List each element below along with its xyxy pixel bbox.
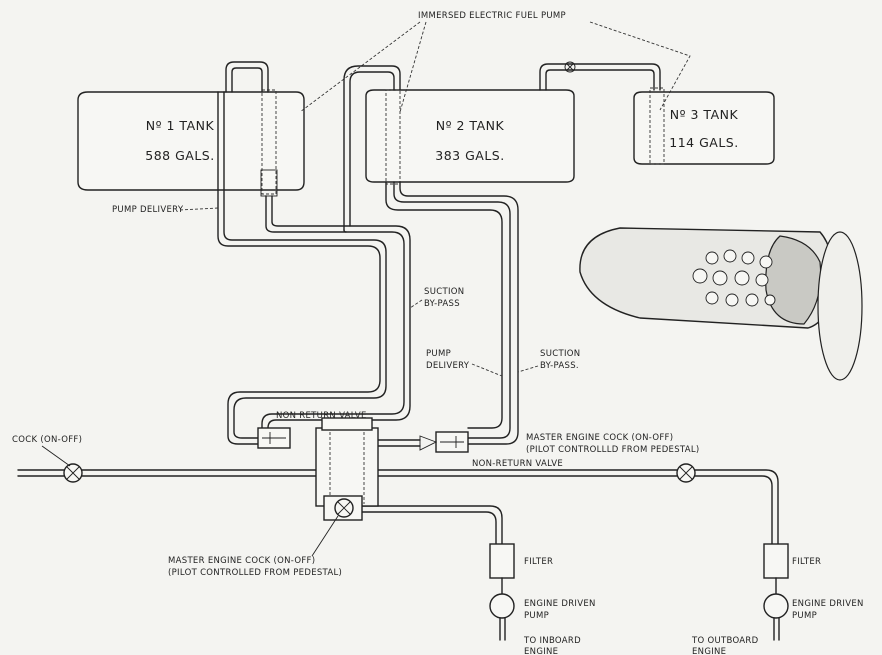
immersed-pump-2 — [385, 89, 401, 185]
label-filter-inboard: FILTER — [524, 557, 553, 567]
label-suction-bypass-2a: SUCTION — [540, 349, 580, 359]
label-suction-bypass-1a: SUCTION — [424, 287, 464, 297]
non-return-valve-right — [419, 431, 469, 453]
label-non-return-valve-1: NON RETURN VALVE — [276, 411, 367, 421]
tank-3: Nº 3 TANK 114 GALS. — [633, 91, 775, 165]
engine-pump-inboard — [489, 577, 515, 641]
label-filter-outboard: FILTER — [792, 557, 821, 567]
pipe-network — [17, 61, 779, 547]
engine-pump-outboard — [763, 577, 789, 641]
label-edp-inboard-a: ENGINE DRIVEN — [524, 599, 596, 609]
tank-1: Nº 1 TANK 588 GALS. — [77, 91, 305, 191]
tank-2-name: Nº 2 TANK — [436, 118, 505, 133]
filter-inboard — [489, 543, 515, 579]
label-inboard-a: TO INBOARD — [523, 636, 581, 646]
leader-suction-1 — [409, 299, 423, 309]
tank-3-capacity: 114 GALS. — [669, 135, 738, 150]
manifold-block — [315, 417, 379, 521]
label-non-return-valve-2: NON-RETURN VALVE — [472, 459, 563, 469]
label-pump-delivery-left: PUMP DELIVERY — [112, 205, 184, 215]
pump-title: IMMERSED ELECTRIC FUEL PUMP — [418, 11, 566, 21]
label-master-cock-right-a: MASTER ENGINE COCK (ON-OFF) — [526, 433, 673, 443]
label-outboard-b: ENGINE — [692, 647, 726, 655]
engine-nacelle-illustration — [579, 227, 863, 381]
label-edp-outboard-a: ENGINE DRIVEN — [792, 599, 864, 609]
label-suction-bypass-2b: BY-PASS. — [540, 361, 579, 371]
tank-2: Nº 2 TANK 383 GALS. — [365, 89, 575, 183]
label-pump-delivery-mid-a: PUMP — [426, 349, 451, 359]
label-master-cock-left-a: MASTER ENGINE COCK (ON-OFF) — [168, 556, 315, 566]
leader-cock — [41, 445, 71, 467]
immersed-pump-1 — [260, 89, 278, 197]
label-inboard-b: ENGINE — [524, 647, 558, 655]
leader-pump-delivery-mid — [471, 363, 503, 377]
label-master-cock-right-b: (PILOT CONTROLLLD FROM PEDESTAL) — [526, 445, 700, 455]
tank-3-name: Nº 3 TANK — [670, 107, 739, 122]
cross-feed-cock-left — [63, 463, 83, 483]
master-engine-cock-left — [334, 498, 354, 518]
label-pump-delivery-mid-b: DELIVERY — [426, 361, 470, 371]
filter-outboard — [763, 543, 789, 579]
non-return-valve-left — [257, 427, 291, 449]
label-cock: COCK (ON-OFF) — [12, 435, 82, 445]
cross-feed-cock-right — [676, 463, 696, 483]
label-master-cock-left-b: (PILOT CONTROLLED FROM PEDESTAL) — [168, 568, 342, 578]
tank-1-capacity: 588 GALS. — [145, 148, 214, 163]
label-outboard-a: TO OUTBOARD — [691, 636, 759, 646]
label-edp-inboard-b: PUMP — [524, 611, 549, 621]
leader-suction-2 — [517, 365, 539, 373]
immersed-pump-3 — [649, 87, 665, 165]
pump-leader-lines — [299, 21, 691, 113]
label-edp-outboard-b: PUMP — [792, 611, 817, 621]
label-suction-bypass-1b: BY-PASS — [424, 299, 460, 309]
tank-2-capacity: 383 GALS. — [435, 148, 504, 163]
leader-master-cock-left — [311, 515, 339, 557]
tank-1-name: Nº 1 TANK — [146, 118, 215, 133]
leader-pump-delivery — [179, 207, 219, 211]
